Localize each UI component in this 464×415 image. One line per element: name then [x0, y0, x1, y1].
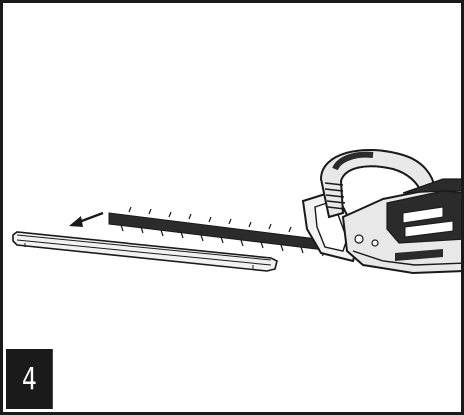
blade-sheath-icon [12, 231, 278, 272]
assembly-illustration [12, 148, 461, 275]
step-number-badge: 4 [6, 349, 53, 409]
step-number: 4 [21, 361, 37, 397]
remove-arrow-icon [69, 211, 104, 227]
hedge-trimmer-icon [301, 148, 461, 275]
blade-icon [108, 206, 334, 257]
